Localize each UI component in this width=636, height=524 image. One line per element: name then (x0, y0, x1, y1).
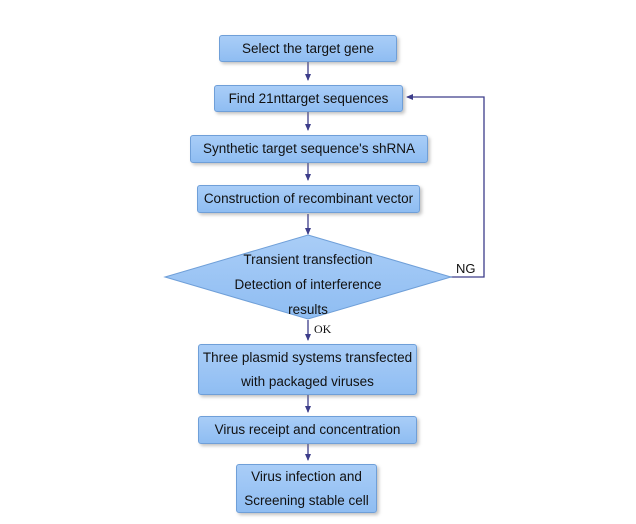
step-find-target-sequences-label: Find 21nttarget sequences (228, 90, 389, 106)
decision-text: Transient transfection Detection of inte… (208, 247, 408, 322)
ok-branch-label: OK (314, 322, 332, 336)
step-three-plasmid-line1: Three plasmid systems transfected (202, 349, 413, 365)
step-three-plasmid-systems: Three plasmid systems transfected with p… (198, 344, 417, 395)
ng-branch-label: NG (456, 261, 476, 276)
ng-feedback-arrow (406, 94, 485, 278)
step-select-target-gene-label: Select the target gene (241, 40, 375, 56)
step-select-target-gene: Select the target gene (219, 35, 397, 62)
decision-diamond (163, 234, 453, 320)
step-virus-infection-line1: Virus infection and (251, 468, 362, 484)
step-construction-vector: Construction of recombinant vector (197, 185, 420, 213)
step-virus-infection-line2: Screening stable cell (244, 492, 369, 508)
step-virus-receipt-label: Virus receipt and concentration (214, 422, 401, 438)
step-synthetic-shrna-label: Synthetic target sequence's shRNA (203, 141, 415, 157)
decision-line1: Transient transfection (243, 252, 373, 267)
step-construction-vector-label: Construction of recombinant vector (203, 191, 414, 207)
decision-line3: results (288, 302, 328, 317)
step-find-target-sequences: Find 21nttarget sequences (214, 85, 403, 112)
step-synthetic-shrna: Synthetic target sequence's shRNA (190, 135, 428, 163)
step-virus-infection: Virus infection and Screening stable cel… (236, 464, 377, 513)
step-virus-receipt: Virus receipt and concentration (198, 416, 417, 444)
decision-line2: Detection of interference (234, 277, 382, 292)
step-three-plasmid-line2: with packaged viruses (241, 373, 374, 389)
